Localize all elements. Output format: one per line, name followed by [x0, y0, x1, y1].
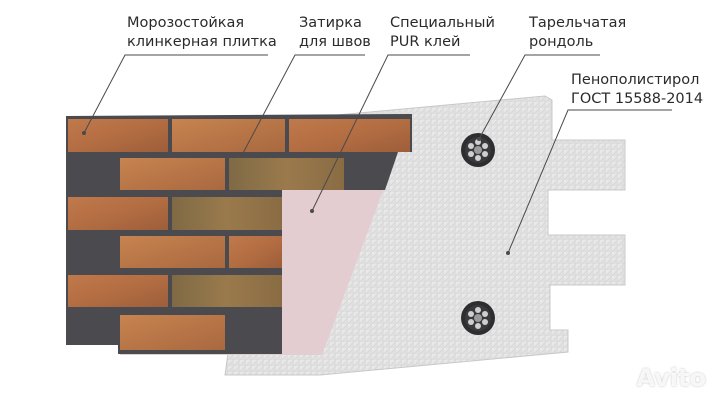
leader-dots [82, 131, 510, 255]
leader-glue [311, 54, 470, 212]
washer-icon [461, 133, 495, 167]
avito-logo-icon [609, 368, 630, 388]
label-foam: Пенополистирол ГОСТ 15588-2014 [571, 72, 704, 107]
label-grout: Затирка для швов [299, 15, 371, 50]
watermark: Avito [606, 364, 706, 392]
leader-lines [83, 54, 672, 254]
leader-washer [478, 54, 600, 140]
leader-foam [507, 109, 672, 254]
label-glue: Специальный PUR клей [390, 15, 495, 50]
washer-icon [461, 301, 495, 335]
label-washer: Тарельчатая рондоль [529, 15, 627, 50]
brick-rows [68, 119, 410, 350]
label-tile: Морозостойкая клинкерная плитка [127, 15, 277, 50]
leader-grout [241, 54, 365, 156]
watermark-text: Avito [636, 364, 706, 392]
leader-tile [83, 54, 268, 134]
